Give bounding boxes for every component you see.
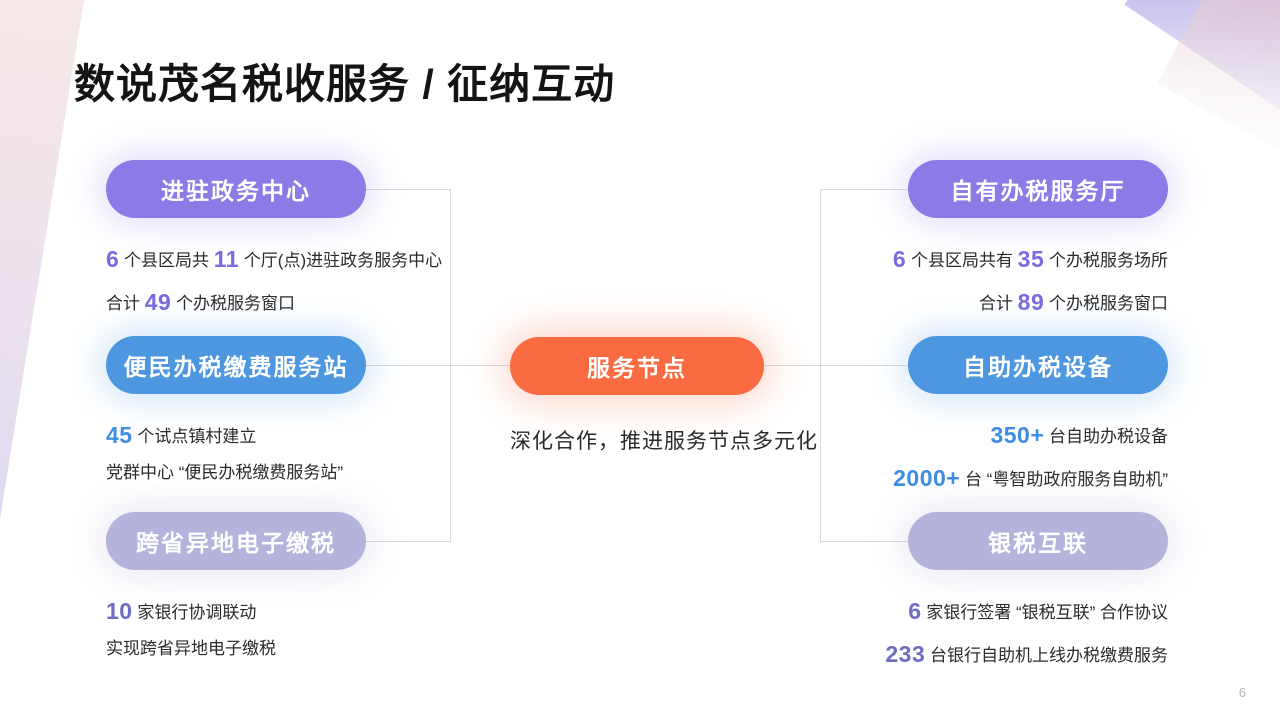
node-label-text: 进驻政务中心 — [161, 178, 311, 204]
node-left-cross-province-epayment[interactable]: 跨省异地电子缴税 10 家银行协调联动实现跨省异地电子缴税 — [106, 512, 466, 664]
detail-line: 实现跨省异地电子缴税 — [106, 633, 466, 664]
stat-number: 45 — [106, 422, 133, 448]
detail-line: 6 个县区局共 11 个厅(点)进驻政务服务中心 — [106, 238, 456, 281]
stat-number: 6 — [908, 598, 922, 624]
stat-text: 个办税服务窗口 — [1044, 293, 1168, 313]
stat-number: 6 — [892, 246, 907, 272]
stat-number: 11 — [213, 246, 240, 272]
node-label-text: 自助办税设备 — [963, 354, 1113, 380]
node-label-text: 便民办税缴费服务站 — [123, 354, 349, 380]
stat-number: 89 — [1017, 288, 1045, 315]
detail-line: 党群中心 “便民办税缴费服务站” — [106, 457, 466, 488]
node-label-pill[interactable]: 银税互联 — [908, 512, 1168, 570]
node-label-text: 自有办税服务厅 — [950, 178, 1126, 204]
stat-number: 350+ — [990, 422, 1045, 448]
stat-text: 党群中心 “便民办税缴费服务站” — [106, 462, 344, 482]
detail-line: 350+ 台自助办税设备 — [800, 414, 1168, 457]
stat-number: 2000+ — [893, 464, 961, 491]
stat-text: 家银行签署 “银税互联” 合作协议 — [921, 603, 1168, 622]
stat-text: 个试点镇村建立 — [132, 427, 257, 446]
detail-line: 合计 89 个办税服务窗口 — [814, 281, 1168, 324]
node-center-service-hub[interactable]: 服务节点 深化合作，推进服务节点多元化 — [510, 337, 818, 455]
detail-line: 6 家银行签署 “银税互联” 合作协议 — [800, 590, 1168, 633]
stat-text: 个厅(点)进驻政务服务中心 — [239, 251, 443, 270]
stat-number: 10 — [106, 598, 133, 624]
detail-line: 6 个县区局共有 35 个办税服务场所 — [814, 238, 1168, 281]
stat-text: 合计 — [978, 293, 1018, 313]
node-label-text: 银税互联 — [988, 530, 1088, 556]
detail-line: 45 个试点镇村建立 — [106, 414, 466, 457]
detail-line: 合计 49 个办税服务窗口 — [106, 281, 456, 324]
detail-line: 2000+ 台 “粤智助政府服务自助机” — [800, 457, 1168, 500]
stat-text: 台银行自助机上线办税缴费服务 — [925, 645, 1168, 665]
decoration-topright-band-purple — [1124, 0, 1280, 151]
node-detail-lines: 45 个试点镇村建立党群中心 “便民办税缴费服务站” — [106, 414, 466, 488]
stat-text: 家银行协调联动 — [132, 603, 257, 622]
stat-text: 台自助办税设备 — [1044, 427, 1168, 446]
stat-text: 台 “粤智助政府服务自助机” — [960, 469, 1168, 489]
node-left-government-center[interactable]: 进驻政务中心 6 个县区局共 11 个厅(点)进驻政务服务中心合计 49 个办税… — [106, 160, 456, 323]
node-left-convenience-station[interactable]: 便民办税缴费服务站 45 个试点镇村建立党群中心 “便民办税缴费服务站” — [106, 336, 466, 488]
center-label-text: 服务节点 — [587, 355, 687, 381]
node-label-pill[interactable]: 进驻政务中心 — [106, 160, 366, 218]
stat-text: 合计 — [106, 293, 145, 313]
node-detail-lines: 10 家银行协调联动实现跨省异地电子缴税 — [106, 590, 466, 664]
stat-number: 233 — [885, 640, 926, 667]
node-detail-lines: 6 个县区局共有 35 个办税服务场所合计 89 个办税服务窗口 — [814, 238, 1168, 323]
decoration-topright-band-pink — [1156, 0, 1280, 192]
stat-text: 个办税服务窗口 — [171, 293, 296, 313]
center-caption: 深化合作，推进服务节点多元化 — [510, 430, 818, 453]
node-label-text: 跨省异地电子缴税 — [136, 530, 336, 556]
stat-text: 个县区局共有 — [906, 251, 1018, 270]
stat-text: 实现跨省异地电子缴税 — [106, 638, 276, 658]
node-label-pill[interactable]: 跨省异地电子缴税 — [106, 512, 366, 570]
center-label-pill[interactable]: 服务节点 — [510, 337, 764, 395]
node-label-pill[interactable]: 便民办税缴费服务站 — [106, 336, 366, 394]
stat-number: 49 — [144, 288, 172, 315]
detail-line: 233 台银行自助机上线办税缴费服务 — [800, 633, 1168, 676]
node-label-pill[interactable]: 自助办税设备 — [908, 336, 1168, 394]
stat-number: 35 — [1017, 246, 1045, 272]
stat-number: 6 — [106, 246, 120, 272]
node-detail-lines: 6 个县区局共 11 个厅(点)进驻政务服务中心合计 49 个办税服务窗口 — [106, 238, 456, 323]
node-right-own-service-hall[interactable]: 自有办税服务厅 6 个县区局共有 35 个办税服务场所合计 89 个办税服务窗口 — [814, 160, 1168, 323]
stat-text: 个办税服务场所 — [1044, 251, 1168, 270]
page-number: 6 — [1238, 685, 1246, 700]
node-label-pill[interactable]: 自有办税服务厅 — [908, 160, 1168, 218]
stat-text: 个县区局共 — [119, 251, 214, 270]
page-title: 数说茂名税收服务 / 征纳互动 — [74, 61, 616, 107]
detail-line: 10 家银行协调联动 — [106, 590, 466, 633]
